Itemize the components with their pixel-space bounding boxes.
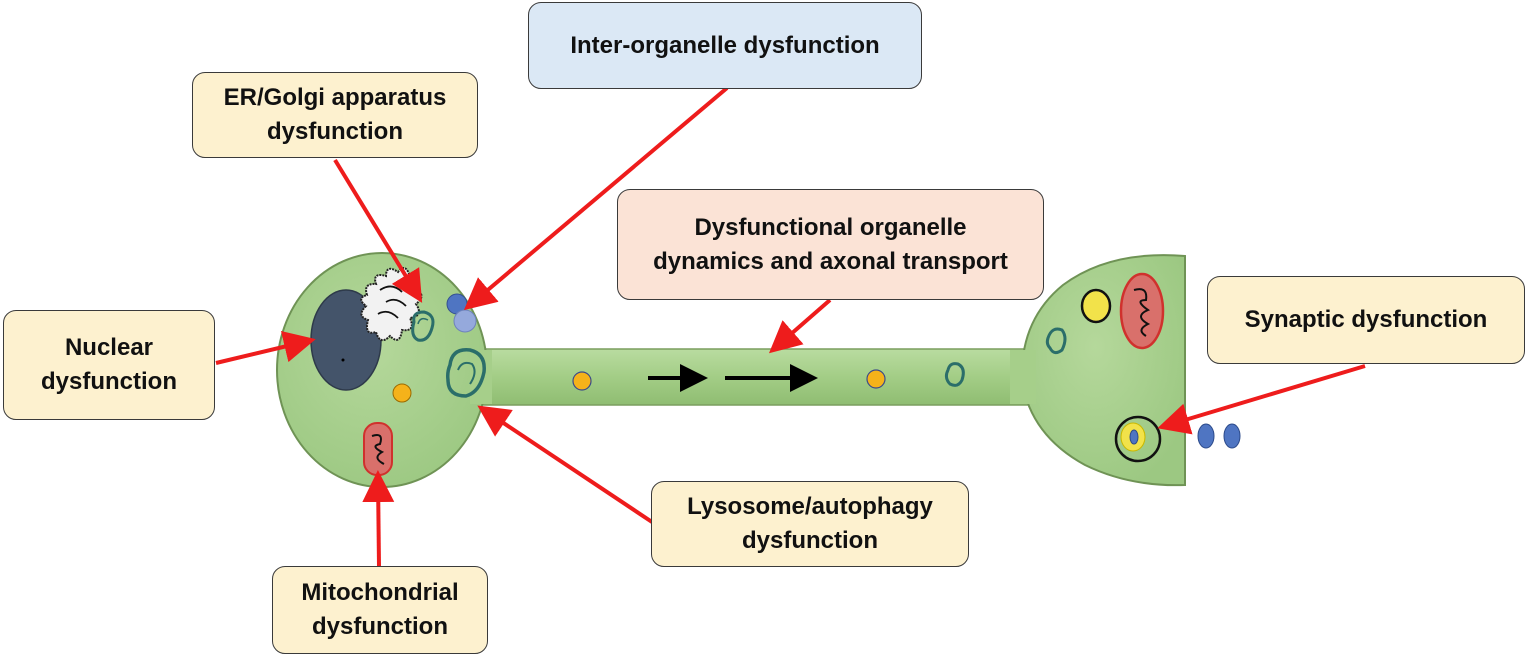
label-dynamics: Dysfunctional organelle dynamics and axo… <box>617 189 1044 300</box>
pointer-arrows <box>215 86 1366 567</box>
label-text: Nuclear <box>64 334 154 362</box>
label-synaptic: Synaptic dysfunction <box>1207 276 1525 364</box>
autophagosome <box>446 348 486 398</box>
arrow-lysosome <box>477 405 654 524</box>
label-text: Inter-organelle dysfunction <box>570 31 880 59</box>
axonal-lysosome <box>944 362 965 387</box>
synaptic-vesicle-release <box>1114 415 1162 463</box>
synaptic-lysosome <box>1045 327 1067 355</box>
label-text: Lysosome/autophagy <box>687 493 933 521</box>
label-text: Mitochondrial <box>301 579 459 607</box>
mitochondrion-soma <box>363 422 393 476</box>
label-text: ER/Golgi apparatus <box>223 84 447 112</box>
synaptic-terminal <box>1020 254 1186 487</box>
arrow-dynamics <box>768 298 832 354</box>
label-text: Synaptic dysfunction <box>1244 306 1488 334</box>
lysosome-ring <box>411 310 435 342</box>
orange-organelle <box>572 371 592 391</box>
arrow-mitochondrial <box>362 470 395 567</box>
label-text: dysfunction <box>41 368 177 395</box>
arrow-inter-organelle <box>463 86 729 311</box>
label-inter-organelle: Inter-organelle dysfunction <box>528 2 922 89</box>
label-text: dysfunction <box>742 527 878 554</box>
vesicle-light-blue <box>453 309 477 333</box>
label-text: dysfunction <box>267 118 403 145</box>
label-text: dysfunction <box>312 613 448 640</box>
label-text: Dysfunctional organelle <box>694 213 967 241</box>
orange-organelle <box>392 383 412 403</box>
label-er-golgi: ER/Golgi apparatus dysfunction <box>192 72 478 158</box>
mitochondrion-terminal <box>1119 272 1165 350</box>
arrow-synaptic <box>1157 364 1366 435</box>
label-mitochondrial: Mitochondrial dysfunction <box>272 566 488 654</box>
released-vesicle <box>1223 423 1241 449</box>
label-lysosome: Lysosome/autophagy dysfunction <box>651 481 969 567</box>
arrow-er-golgi <box>333 158 423 303</box>
yellow-vesicle <box>1080 288 1112 324</box>
arrow-nuclear <box>215 331 316 365</box>
released-vesicle <box>1197 423 1215 449</box>
orange-organelle <box>866 369 886 389</box>
label-text: dynamics and axonal transport <box>653 247 1008 275</box>
label-nuclear: Nuclear dysfunction <box>3 310 215 420</box>
